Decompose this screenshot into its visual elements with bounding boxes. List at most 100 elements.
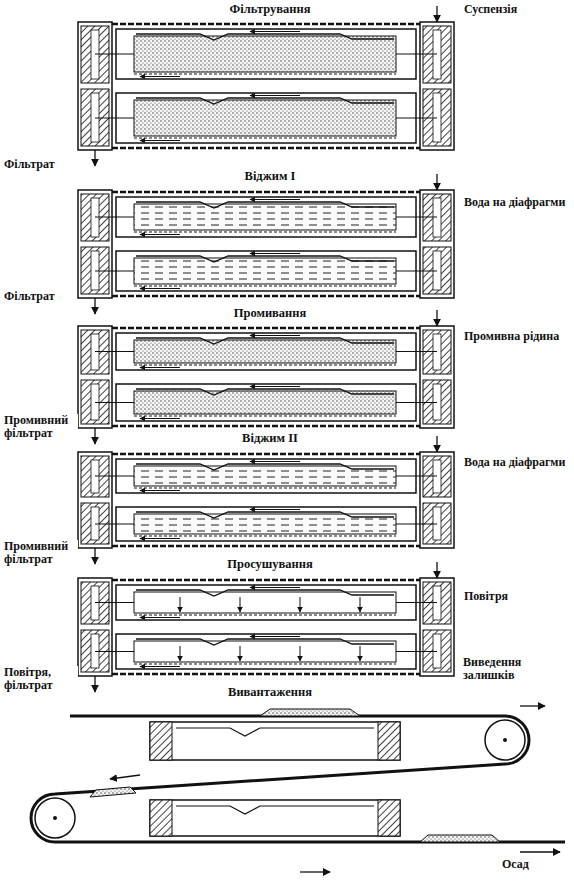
end-plate: [78, 578, 112, 676]
end-plate: [78, 190, 112, 298]
flow-arrow: [436, 562, 437, 578]
tie-rod: [112, 191, 420, 194]
end-plate: [420, 452, 454, 548]
tie-rod: [112, 673, 420, 676]
flow-arrow: [436, 310, 437, 326]
flow-arrow: [436, 436, 437, 452]
diaphragm: [136, 256, 394, 262]
flow-arrow: [140, 140, 180, 141]
inlet-label: Вода на діафрагми: [462, 456, 567, 469]
end-plate: [420, 578, 454, 676]
flow-arrow: [180, 646, 181, 661]
tie-rod: [112, 295, 420, 298]
outlet-label: Промивний фільтрат: [2, 414, 78, 440]
filter-plate: [116, 507, 416, 541]
flow-arrow: [436, 6, 437, 22]
filter-cloth: [134, 232, 396, 233]
flow-arrow: [240, 597, 241, 612]
filter-cloth: [134, 286, 396, 287]
outlet-label: Виведення залишків: [461, 656, 571, 682]
diaphragm: [176, 728, 374, 736]
flow-arrow: [140, 288, 180, 289]
product-label: Осад: [500, 858, 531, 871]
flow-arrow: [250, 461, 300, 462]
inlet-label: Вода на діафрагми: [462, 196, 567, 209]
stage-title: Просушування: [225, 558, 315, 571]
roller-axle: [53, 816, 57, 820]
filter-plate: [116, 333, 416, 370]
diaphragm: [136, 464, 394, 470]
flow-arrow: [240, 646, 241, 661]
flow-arrow: [250, 386, 300, 387]
roller: [35, 798, 75, 838]
plate-hatching: [378, 722, 400, 760]
flow-arrow: [140, 617, 180, 618]
pipe: [95, 216, 134, 217]
filter-plate: [116, 585, 416, 620]
stage-title: Промивання: [232, 307, 309, 320]
filter-plate: [116, 93, 416, 143]
stage-title: Віджим II: [240, 432, 300, 445]
pipe: [396, 651, 437, 652]
flow-arrow: [140, 490, 180, 491]
flow-arrow: [140, 538, 180, 539]
flow-arrow: [250, 587, 300, 588]
flow-arrow: [94, 298, 95, 314]
flow-arrow: [250, 509, 300, 510]
tie-rod: [112, 545, 420, 548]
outlet-label: Промивний фільтрат: [2, 540, 78, 566]
pipe: [396, 351, 437, 352]
diaphragm: [136, 590, 394, 596]
flow-arrow: [140, 234, 180, 235]
inlet-label: Промивна рідина: [462, 330, 561, 343]
flow-arrow: [94, 548, 95, 564]
filter-cloth: [134, 536, 396, 537]
pipe: [396, 117, 437, 118]
chamber: [134, 36, 396, 72]
filter-cloth: [134, 615, 396, 616]
stage-title: Вивантаження: [226, 686, 314, 699]
diaphragm: [176, 806, 374, 814]
filter-plate: [116, 634, 416, 669]
filter-cloth: [134, 416, 396, 417]
tie-rod: [112, 425, 420, 428]
diaphragm: [136, 389, 394, 395]
flow-arrow: [110, 775, 140, 779]
pipe: [396, 475, 437, 476]
diaphragm: [136, 639, 394, 645]
filter-cloth: [134, 488, 396, 489]
cake: [260, 709, 360, 716]
diaphragm: [136, 34, 394, 40]
inlet-label: Суспензія: [462, 3, 519, 16]
flow-arrow: [360, 646, 361, 661]
filter-plate: [116, 384, 416, 421]
pipe: [95, 117, 134, 118]
flow-arrow: [250, 199, 300, 200]
pipe: [396, 216, 437, 217]
flow-arrow: [436, 174, 437, 190]
chamber: [134, 258, 396, 284]
flow-arrow: [94, 150, 95, 166]
filter-cloth: [134, 365, 396, 366]
flow-arrow: [250, 95, 300, 96]
flow-arrow: [250, 636, 300, 637]
flow-arrow: [360, 597, 361, 612]
flow-arrow: [250, 335, 300, 336]
pipe: [95, 523, 134, 524]
open-plate: [150, 722, 400, 760]
end-plate: [420, 326, 454, 428]
pipe: [396, 523, 437, 524]
chamber: [134, 100, 396, 136]
outlet-label: Повітря, фільтрат: [2, 666, 78, 692]
end-plate: [78, 22, 112, 150]
plate-hatching: [150, 800, 172, 836]
flow-arrow: [520, 705, 545, 706]
flow-arrow: [94, 428, 95, 444]
tie-rod: [112, 579, 420, 582]
diaphragm: [136, 202, 394, 208]
diaphragm: [136, 98, 394, 104]
filter-plate: [116, 459, 416, 493]
pipe: [95, 270, 134, 271]
outlet-label: Фільтрат: [2, 158, 57, 171]
